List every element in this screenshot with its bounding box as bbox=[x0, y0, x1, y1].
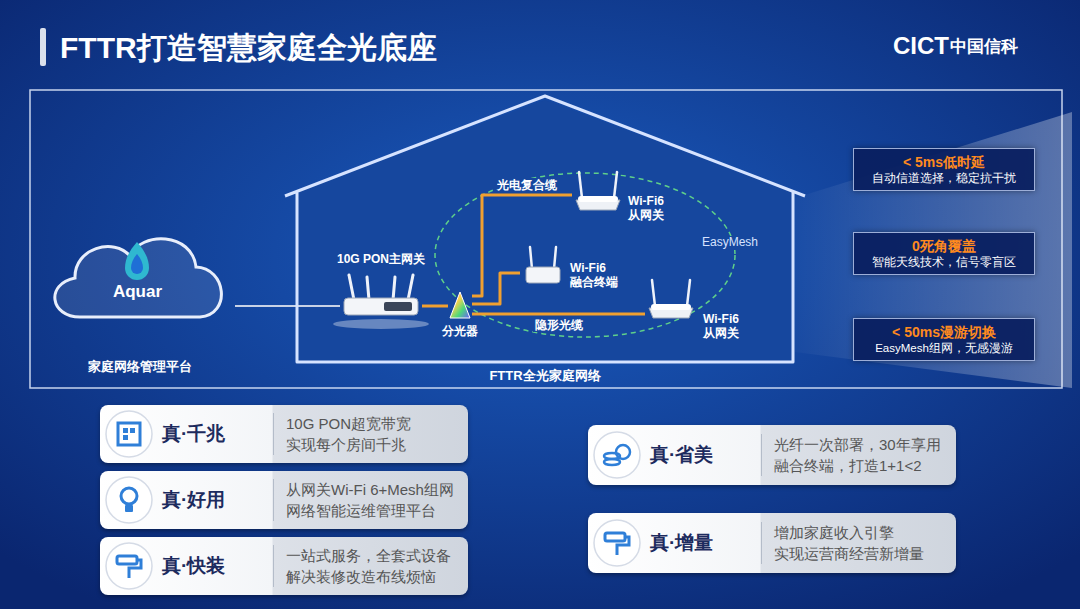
node-body: 一站式服务，全套式设备 解决装修改造布线烦恼 bbox=[273, 545, 461, 587]
logo-mark: CICT bbox=[893, 32, 949, 60]
easymesh-ring bbox=[435, 173, 735, 337]
node-body: 光纤一次部署，30年享用 融合终端，打造1+1<2 bbox=[761, 434, 949, 476]
node-body: 智能天线技术，信号零盲区 bbox=[862, 255, 1026, 270]
node-heading: FTTR全光家庭网络 bbox=[285, 368, 805, 384]
mesh-label: EasyMesh bbox=[700, 236, 760, 250]
feature-box: 0死角覆盖智能天线技术，信号零盲区 bbox=[853, 232, 1035, 275]
node-heading: Wi-Fi6 从网关 bbox=[628, 194, 664, 222]
node-body: 10G PON超宽带宽 实现每个房间千兆 bbox=[273, 413, 461, 455]
feature-box: < 5ms低时延自动信道选择，稳定抗干扰 bbox=[853, 148, 1035, 191]
sub-gateway: Wi-Fi6 从网关 bbox=[572, 170, 624, 212]
node-heading: Wi-Fi6 从网关 bbox=[703, 312, 739, 340]
title-accent bbox=[40, 28, 46, 66]
node-heading: 分光器 bbox=[442, 324, 478, 338]
node-body: 增加家庭收入引擎 实现运营商经营新增量 bbox=[761, 522, 949, 564]
node-heading: 真·省美 bbox=[650, 443, 761, 467]
platform-label: 家庭网络管理平台 bbox=[88, 360, 192, 375]
benefit-card: 真·增量增加家庭收入引擎 实现运营商经营新增量 bbox=[588, 513, 956, 573]
card-icon bbox=[592, 430, 642, 480]
benefit-card: 真·千兆10G PON超宽带宽 实现每个房间千兆 bbox=[100, 405, 468, 463]
house-interior bbox=[297, 100, 793, 362]
node-heading: Wi-Fi6 融合终端 bbox=[570, 261, 618, 289]
card-icon bbox=[592, 518, 642, 568]
card-icon bbox=[104, 475, 154, 525]
node-heading: Aquar bbox=[40, 282, 235, 302]
device-icon bbox=[340, 272, 422, 320]
device-icon bbox=[448, 290, 472, 320]
benefit-card: 真·好用从网关Wi-Fi 6+Mesh组网 网络智能运维管理平台 bbox=[100, 471, 468, 529]
node-heading: < 50ms漫游切换 bbox=[862, 323, 1026, 341]
light-beam bbox=[795, 112, 1072, 388]
feature-box: < 50ms漫游切换EasyMesh组网，无感漫游 bbox=[853, 318, 1035, 361]
node-body: 自动信道选择，稳定抗干扰 bbox=[862, 171, 1026, 186]
cloud-shape bbox=[40, 222, 235, 332]
node-heading: 10G PON主网关 bbox=[337, 252, 425, 266]
fiber-cable bbox=[472, 195, 572, 296]
device-icon bbox=[645, 278, 697, 320]
card-icon bbox=[104, 409, 154, 459]
gateway-glow bbox=[333, 319, 429, 329]
node-heading: 真·好用 bbox=[162, 488, 273, 512]
logo-name: 中国信科 bbox=[950, 37, 1018, 57]
fiber-cable bbox=[472, 273, 520, 304]
fiber-cable bbox=[472, 313, 645, 316]
fusion-terminal: Wi-Fi6 融合终端 bbox=[520, 245, 566, 285]
platform-frame bbox=[30, 90, 1062, 388]
cable-label: 光电复合缆 bbox=[495, 178, 559, 192]
node-body: EasyMesh组网，无感漫游 bbox=[862, 341, 1026, 356]
node-heading: 真·千兆 bbox=[162, 422, 273, 446]
network-link bbox=[235, 305, 340, 307]
node-heading: 0死角覆盖 bbox=[862, 237, 1026, 255]
device-icon bbox=[520, 245, 566, 285]
benefit-card: 真·快装一站式服务，全套式设备 解决装修改造布线烦恼 bbox=[100, 537, 468, 595]
benefit-card: 真·省美光纤一次部署，30年享用 融合终端，打造1+1<2 bbox=[588, 425, 956, 485]
sub-gateway: Wi-Fi6 从网关 bbox=[645, 278, 697, 320]
fiber-cable bbox=[422, 305, 448, 308]
card-icon bbox=[104, 541, 154, 591]
cable-label: 隐形光缆 bbox=[533, 318, 585, 332]
node-heading: 真·快装 bbox=[162, 554, 273, 578]
platform-cloud: Aquar bbox=[40, 222, 235, 332]
node-heading: < 5ms低时延 bbox=[862, 153, 1026, 171]
node-body: 从网关Wi-Fi 6+Mesh组网 网络智能运维管理平台 bbox=[273, 479, 461, 521]
node-heading: 真·增量 bbox=[650, 531, 761, 555]
main-gateway: 10G PON主网关 bbox=[340, 272, 422, 320]
slide-title: FTTR打造智慧家庭全光底座 bbox=[60, 30, 437, 66]
optical-splitter: 分光器 bbox=[448, 290, 472, 320]
device-icon bbox=[572, 170, 624, 212]
